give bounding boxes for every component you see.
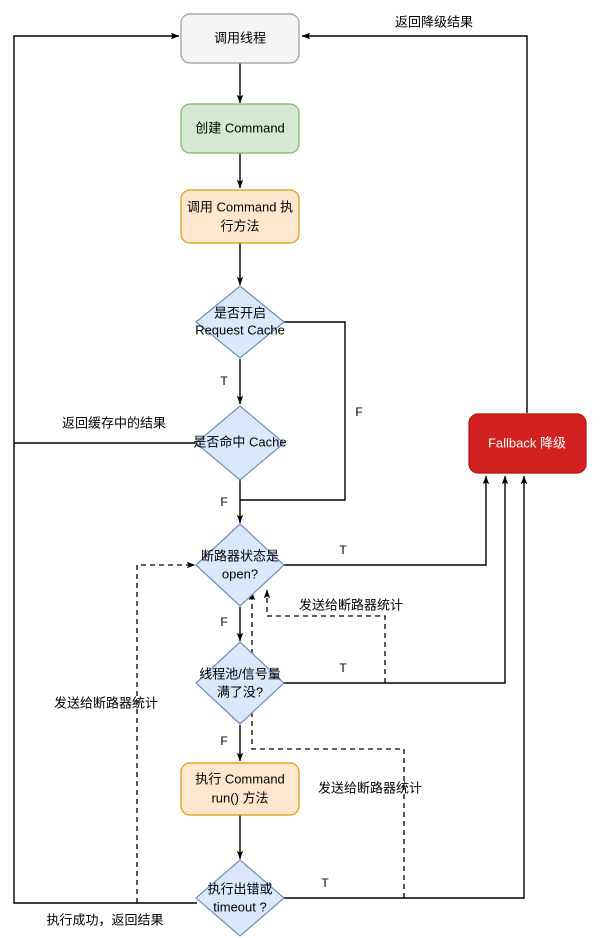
edge-circuit-open-true xyxy=(283,475,490,566)
label-request-cache-false: F xyxy=(355,405,362,419)
cache-hit-label-line1: 是否命中 Cache xyxy=(193,434,286,449)
label-error-true: T xyxy=(321,876,329,890)
edge-stats-error-timeout xyxy=(248,591,405,898)
create-command-label: 创建 Command xyxy=(195,120,285,135)
label-send-circuit-stats-3: 发送给断路器统计 xyxy=(318,780,422,795)
fallback-shape xyxy=(468,413,587,474)
calling-thread-shape xyxy=(180,13,300,64)
node-fallback[interactable]: Fallback 降级 xyxy=(468,413,587,474)
node-invoke-command[interactable]: 调用 Command 执 行方法 xyxy=(180,189,300,244)
edge-pool-full-true xyxy=(283,475,509,684)
edge-stats-pool-full xyxy=(263,589,386,683)
label-pool-full-false: F xyxy=(220,734,227,748)
circuit-open-label-line2: open? xyxy=(222,566,258,581)
label-circuit-open-false: F xyxy=(220,615,227,629)
pool-full-label-line1: 线程池/信号量 xyxy=(199,666,281,681)
label-return-cached-result: 返回缓存中的结果 xyxy=(62,415,166,430)
create-command-shape xyxy=(180,103,300,154)
label-circuit-open-true: T xyxy=(339,543,347,557)
node-run-method[interactable]: 执行 Command run() 方法 xyxy=(180,762,300,816)
label-return-fallback-result: 返回降级结果 xyxy=(395,14,473,29)
label-pool-full-true: T xyxy=(339,661,347,675)
edge-left-rail-to-calling-thread xyxy=(13,32,180,443)
label-cache-hit-false: F xyxy=(220,495,227,509)
calling-thread-label: 调用线程 xyxy=(214,30,266,45)
run-method-shape xyxy=(180,762,300,816)
request-cache-label-line1: 是否开启 xyxy=(214,305,266,320)
edge-stats-success xyxy=(136,561,196,903)
node-create-command[interactable]: 创建 Command xyxy=(180,103,300,154)
cache-hit-shape xyxy=(195,405,285,481)
error-or-timeout-shape xyxy=(195,859,285,937)
error-or-timeout-label-line1: 执行出错或 xyxy=(207,881,272,896)
pool-full-label-line2: 满了没? xyxy=(217,684,263,699)
label-request-cache-true: T xyxy=(220,374,228,388)
node-error-or-timeout[interactable]: 执行出错或 timeout ? xyxy=(195,859,285,937)
edge-fallback-return xyxy=(301,32,528,413)
label-execute-success: 执行成功，返回结果 xyxy=(46,912,163,927)
edge-labels-group: 返回降级结果 T F F 返回缓存中的结果 T F T F T 发送给断路器统计… xyxy=(46,14,473,927)
circuit-open-label-line1: 断路器状态是 xyxy=(201,548,279,563)
run-method-label-line2: run() 方法 xyxy=(211,790,268,805)
node-pool-full[interactable]: 线程池/信号量 满了没? xyxy=(195,641,285,725)
edge-error-true xyxy=(283,475,528,899)
error-or-timeout-label-line2: timeout ? xyxy=(213,899,266,914)
node-circuit-open[interactable]: 断路器状态是 open? xyxy=(195,523,285,607)
invoke-command-label-line2: 行方法 xyxy=(220,218,259,233)
node-cache-hit[interactable]: 是否命中 Cache xyxy=(193,405,287,481)
invoke-command-shape xyxy=(180,189,300,244)
edge-left-rail-bottom-success xyxy=(13,443,197,904)
label-send-circuit-stats-1: 发送给断路器统计 xyxy=(299,597,403,612)
edge-request-cache-false xyxy=(240,321,346,501)
pool-full-shape xyxy=(195,641,285,725)
request-cache-shape xyxy=(195,285,285,359)
invoke-command-label-line1: 调用 Command 执 xyxy=(187,199,293,214)
node-request-cache-enabled[interactable]: 是否开启 Request Cache xyxy=(195,285,285,359)
request-cache-label-line2: Request Cache xyxy=(195,322,285,337)
node-calling-thread[interactable]: 调用线程 xyxy=(180,13,300,64)
label-send-circuit-stats-2: 发送给断路器统计 xyxy=(54,695,158,710)
fallback-label: Fallback 降级 xyxy=(488,435,566,450)
run-method-label-line1: 执行 Command xyxy=(195,771,285,786)
circuit-open-shape xyxy=(195,523,285,607)
